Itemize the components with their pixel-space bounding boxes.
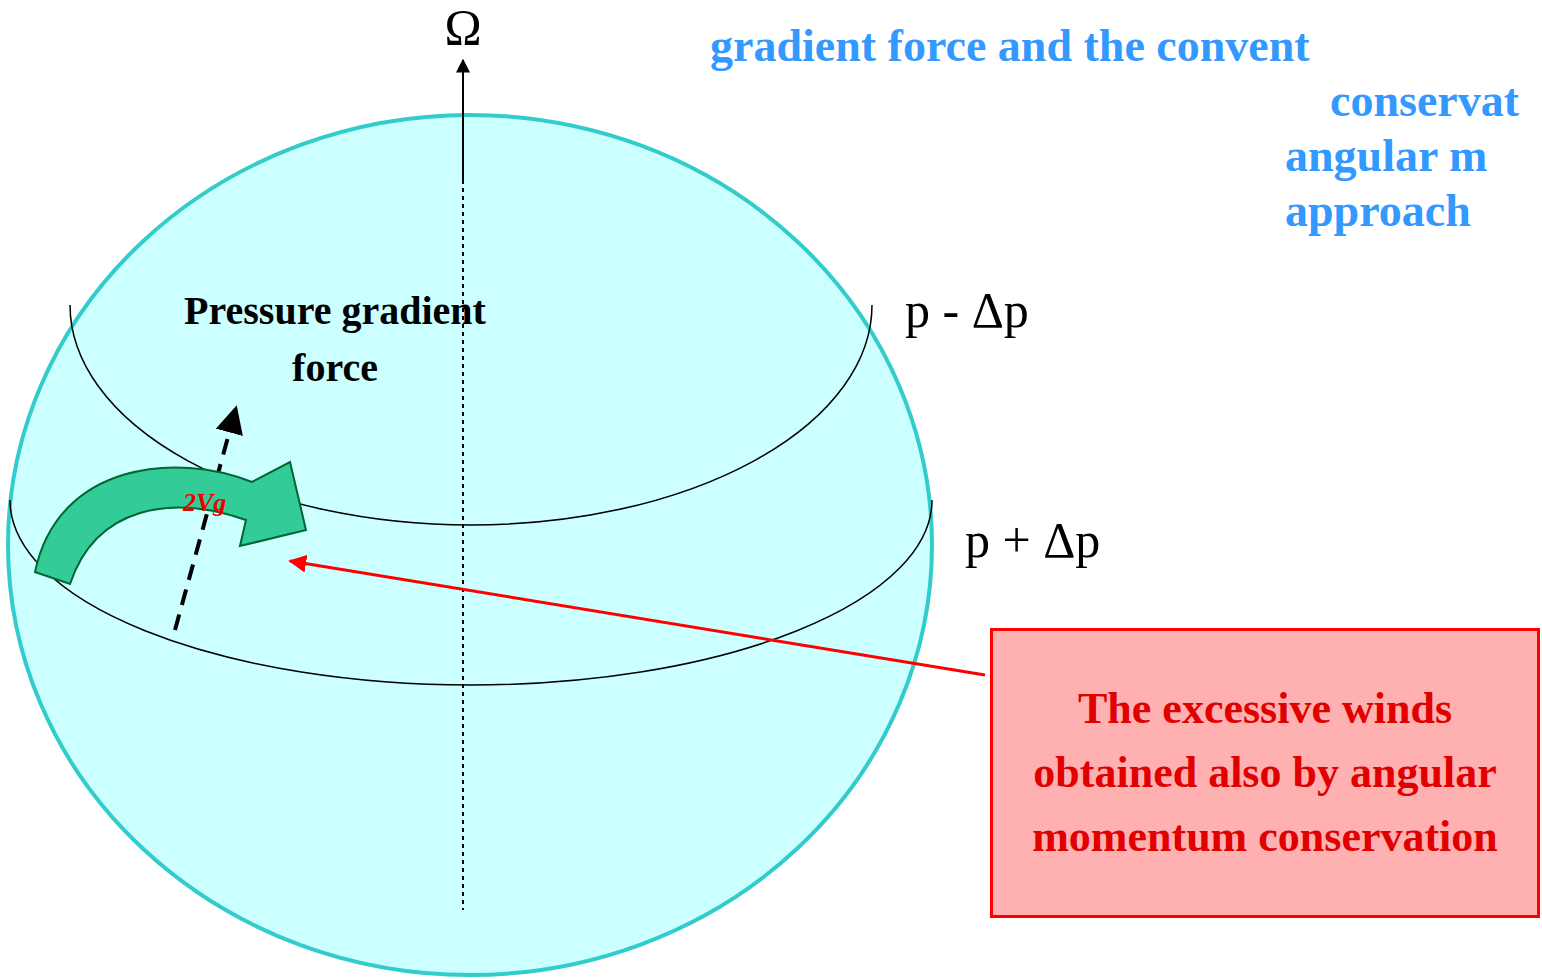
isobar-lower — [10, 500, 932, 685]
pressure-force-arrow — [175, 408, 236, 630]
earth-sphere — [8, 115, 932, 975]
wind-label: 2Vg — [183, 487, 226, 518]
title-fragment: conservat — [1330, 73, 1519, 128]
callout-box: The excessive winds obtained also by ang… — [990, 628, 1540, 918]
omega-symbol: Ω — [444, 2, 481, 52]
force-label: Pressure gradient force — [145, 283, 525, 397]
rotation-arrow — [462, 60, 464, 180]
title-fragment: approach — [1285, 183, 1471, 238]
leader-line — [290, 561, 985, 675]
title-fragment: gradient force and the convent — [710, 18, 1310, 73]
callout-text: The excessive winds obtained also by ang… — [1015, 677, 1515, 868]
title-fragment: angular m — [1285, 128, 1487, 183]
wind-arrow — [35, 462, 306, 584]
pressure-label: p - Δp — [905, 280, 1029, 340]
isobar-upper — [70, 305, 872, 525]
pressure-label: p + Δp — [965, 510, 1100, 570]
